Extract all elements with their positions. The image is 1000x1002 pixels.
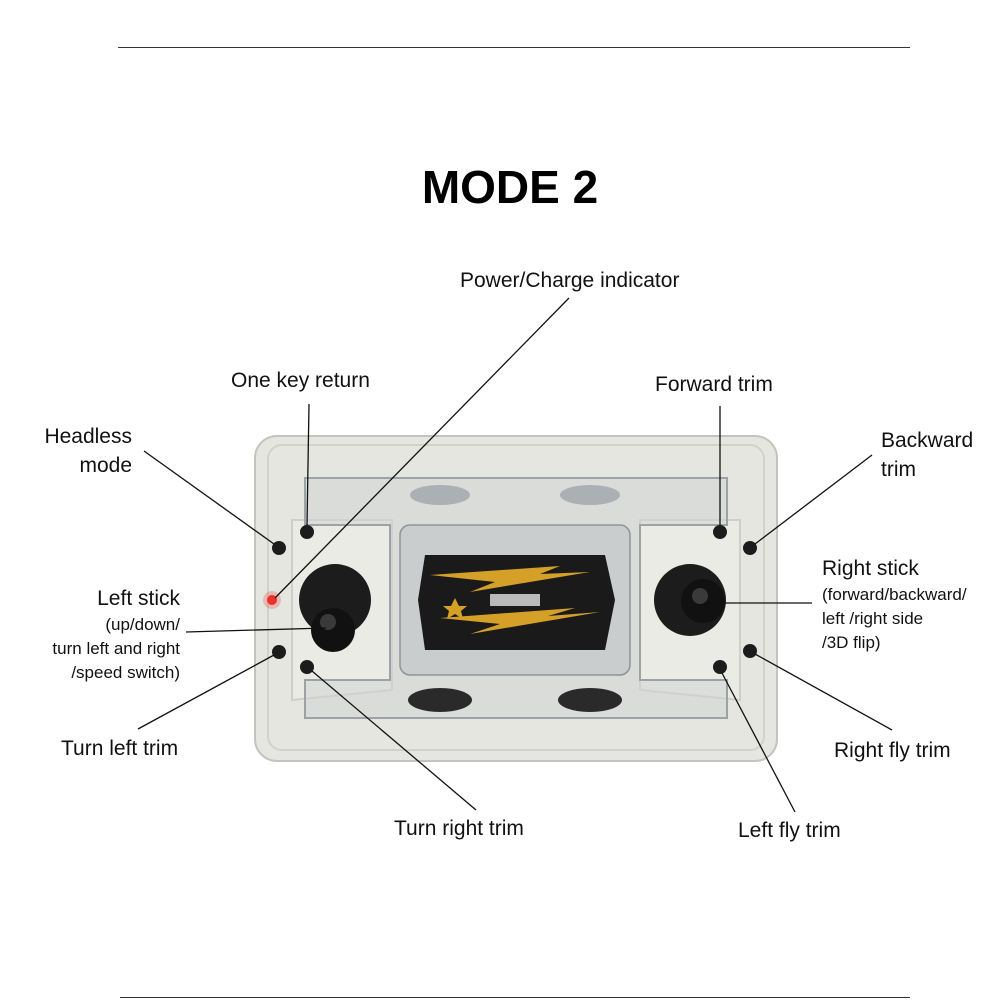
label-forward-trim: Forward trim	[655, 373, 773, 396]
label-left-fly-trim: Left fly trim	[738, 819, 841, 842]
right-stick	[654, 564, 726, 636]
controller-buttons	[272, 525, 757, 674]
bottom-rule	[120, 997, 910, 998]
leader-left-stick	[185, 627, 327, 633]
label-left-stick: Left stick (up/down/ turn left and right…	[10, 584, 180, 685]
label-right-stick-desc3: /3D flip)	[822, 633, 881, 652]
backward-trim-button[interactable]	[743, 541, 757, 555]
left-fly-trim-button[interactable]	[713, 660, 727, 674]
right-fly-trim-button[interactable]	[743, 644, 757, 658]
label-turn-left-trim: Turn left trim	[61, 737, 179, 760]
label-backward-line1: Backward	[881, 429, 974, 452]
label-left-stick-desc1: (up/down/	[105, 615, 180, 634]
label-headless-line2: mode	[79, 454, 132, 477]
leader-right-fly-trim	[754, 653, 893, 731]
label-one-key-return: One key return	[231, 369, 370, 392]
label-left-stick-desc3: /speed switch)	[71, 663, 180, 682]
diagram-title: MODE 2	[421, 161, 599, 213]
leader-lines	[137, 297, 893, 813]
leader-left-fly-trim	[721, 672, 796, 813]
leader-headless-mode	[143, 450, 275, 545]
label-power-indicator: Power/Charge indicator	[460, 269, 680, 292]
label-headless-line1: Headless	[44, 425, 132, 448]
turn-right-trim-button[interactable]	[300, 660, 314, 674]
forward-trim-button[interactable]	[713, 525, 727, 539]
label-left-stick-desc2: turn left and right	[52, 639, 180, 658]
label-backward-line2: trim	[881, 458, 916, 481]
leader-power-indicator	[274, 297, 570, 599]
turn-left-trim-button[interactable]	[272, 645, 286, 659]
leader-turn-right-trim	[311, 670, 477, 811]
power-indicator-led	[267, 595, 277, 605]
label-backward-trim: Backward trim	[881, 426, 973, 484]
label-right-stick-desc1: (forward/backward/	[822, 585, 967, 604]
label-right-stick: Right stick (forward/backward/ left /rig…	[822, 554, 967, 655]
leader-one-key-return	[306, 403, 310, 527]
one-key-return-button[interactable]	[300, 525, 314, 539]
label-turn-right-trim: Turn right trim	[394, 817, 524, 840]
label-left-stick-title: Left stick	[97, 587, 180, 610]
headless-mode-button[interactable]	[272, 541, 286, 555]
drone-body	[418, 555, 615, 650]
label-right-stick-title: Right stick	[822, 557, 919, 580]
top-rule	[118, 47, 910, 48]
label-headless-mode: Headless mode	[20, 422, 132, 480]
leader-backward-trim	[754, 454, 873, 545]
left-stick	[299, 564, 371, 652]
leader-turn-left-trim	[137, 654, 275, 730]
label-right-fly-trim: Right fly trim	[834, 739, 951, 762]
label-right-stick-desc2: left /right side	[822, 609, 924, 628]
